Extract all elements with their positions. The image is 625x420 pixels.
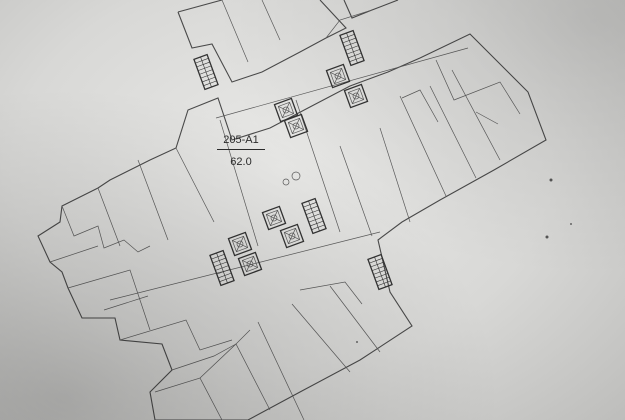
stair-center	[301, 197, 327, 235]
elevator-cab-icon	[261, 205, 287, 231]
unit-label-divider	[217, 149, 265, 150]
elevator-cab-icon	[279, 223, 305, 249]
unit-code: 205-A1	[223, 134, 259, 146]
unit-label: 205-A1 62.0	[213, 134, 269, 169]
north-wing	[177, 0, 399, 83]
stair-upper-left	[193, 53, 219, 91]
south-units	[119, 281, 381, 420]
elevator-cab-icon	[227, 231, 253, 257]
east-units	[339, 59, 521, 237]
elevator-cab-icon	[343, 83, 369, 109]
elevator-cab-icon	[237, 251, 263, 277]
stair-lower-left	[209, 249, 235, 287]
elevator-cab-icon	[273, 97, 299, 123]
building-outline	[37, 33, 547, 420]
west-units	[49, 147, 215, 331]
elevator-cab-icon	[283, 113, 309, 139]
stair-upper-right	[339, 29, 365, 67]
stray-marks	[356, 178, 572, 343]
corridor	[109, 47, 469, 301]
unit-area: 62.0	[230, 156, 252, 168]
door-markers	[282, 171, 301, 186]
